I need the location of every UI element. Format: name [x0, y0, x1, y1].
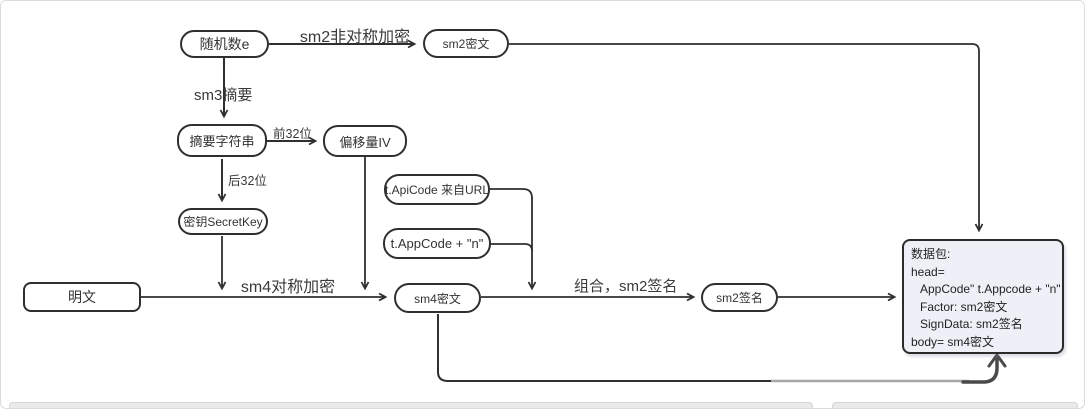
- node-random-number-e: 随机数e: [180, 30, 269, 58]
- edge-label-first-32-bits: 前32位: [273, 127, 312, 141]
- hand-arrow-head: [987, 353, 1007, 368]
- bottom-strip-right: [832, 402, 1078, 408]
- node-secret-key: 密钥SecretKey: [178, 208, 268, 235]
- node-sm4-ciphertext: sm4密文: [394, 283, 481, 313]
- edge-appcode-to-junction: [491, 243, 533, 252]
- edge-label-sm4-symmetric-encrypt: sm4对称加密: [240, 279, 336, 296]
- bottom-strip-left: [9, 402, 813, 408]
- node-apicode-from-url: t.ApiCode 来自URL: [384, 174, 490, 205]
- node-appcode-plus-n: t.AppCode + "n": [383, 228, 491, 259]
- node-sm2-signature: sm2签名: [701, 283, 778, 312]
- edge-apicode-to-junction: [490, 188, 533, 199]
- node-digest-string: 摘要字符串: [177, 124, 267, 157]
- edge-label-last-32-bits: 后32位: [228, 174, 267, 188]
- packet-line-factor: Factor: sm2密文: [920, 299, 1008, 314]
- edge-sm2cipher-to-packet: [509, 43, 984, 233]
- edge-sm4cipher-bottom-loop: [437, 314, 771, 382]
- edge-label-sm3-digest: sm3摘要: [194, 87, 253, 104]
- node-offset-iv: 偏移量IV: [323, 125, 407, 157]
- packet-line-body: body= sm4密文: [911, 334, 995, 349]
- node-sm2-ciphertext: sm2密文: [423, 29, 509, 58]
- node-data-packet: 数据包: head= AppCode" t.Appcode + "n" Fact…: [902, 239, 1064, 354]
- hand-arrow-stem: [961, 356, 999, 384]
- packet-line-appcode: AppCode" t.Appcode + "n": [920, 282, 1061, 296]
- node-plaintext: 明文: [23, 282, 141, 312]
- edge-label-combine-sm2-sign: 组合，sm2签名: [574, 278, 678, 295]
- packet-line-title: 数据包:: [911, 247, 951, 261]
- edge-label-sm2-asymmetric-encrypt: sm2非对称加密: [299, 29, 411, 46]
- packet-line-head: head=: [911, 264, 945, 279]
- packet-line-signdata: SignData: sm2签名: [920, 317, 1023, 331]
